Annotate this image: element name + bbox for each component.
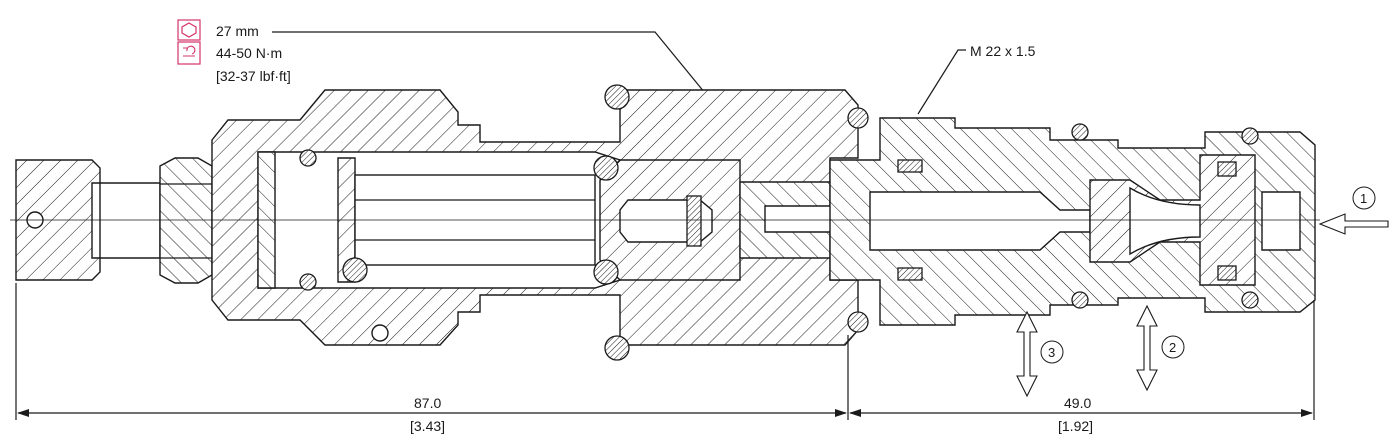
oring-nose-4 xyxy=(1241,291,1259,309)
port-2-arrow xyxy=(1136,304,1158,392)
oring-nose-3 xyxy=(1241,127,1259,145)
oring-cross-port xyxy=(371,324,389,342)
valve-cross-section xyxy=(10,84,1320,361)
seal-thread-bottom xyxy=(897,267,923,281)
hex-wrench-icon xyxy=(177,19,201,41)
spec-callout: 27 mm 44-50 N·m [32-37 lbf·ft] xyxy=(177,19,724,116)
torque-wrench-icon xyxy=(177,41,201,65)
port-3: 3 xyxy=(1016,310,1064,398)
oring-nose-2 xyxy=(1071,291,1089,309)
port-2-label: 2 xyxy=(1169,340,1176,355)
port-1-arrow xyxy=(1318,213,1389,235)
adjuster-stem xyxy=(99,182,161,259)
torque-arrow-icon xyxy=(183,45,196,57)
port-1-label: 1 xyxy=(1360,191,1367,206)
oring-body-top xyxy=(847,107,869,129)
oring-piston-top xyxy=(299,149,317,167)
dim-right-metric: 49.0 xyxy=(1064,395,1091,411)
port-3-circle xyxy=(1040,340,1064,364)
oring-chamber-bottom-r xyxy=(593,259,619,285)
seal-thread-top xyxy=(897,159,923,173)
seal-nose-top xyxy=(1217,161,1237,177)
port-2-circle xyxy=(1161,335,1185,359)
thread-leader-line xyxy=(917,49,966,115)
port-1-circle xyxy=(1352,186,1376,210)
hex-leader-line xyxy=(272,31,724,116)
oring-chamber-top xyxy=(342,257,368,283)
oring-piston-bottom xyxy=(299,273,317,291)
torque-imperial-label: [32-37 lbf·ft] xyxy=(216,68,291,84)
hex-nut-icon xyxy=(181,22,197,38)
thread-size-label: M 22 x 1.5 xyxy=(970,43,1036,59)
oring-nose-1 xyxy=(1071,123,1089,141)
nose-inlet xyxy=(1261,191,1301,251)
port-1: 1 xyxy=(1318,186,1389,235)
seal-nose-bottom xyxy=(1217,265,1237,281)
poppet-seal xyxy=(686,195,702,247)
hex-size-label: 27 mm xyxy=(216,23,259,39)
oring-body-bottom xyxy=(847,311,869,333)
dim-left-metric: 87.0 xyxy=(414,395,441,411)
dim-right-imperial: [1.92] xyxy=(1058,418,1093,434)
torque-metric-label: 44-50 N·m xyxy=(216,45,282,61)
thread-callout: M 22 x 1.5 xyxy=(917,43,1036,115)
port-2: 2 xyxy=(1136,304,1185,392)
port-3-label: 3 xyxy=(1048,345,1055,360)
oring-bonnet-top xyxy=(604,84,630,110)
lock-nut xyxy=(159,157,213,284)
port-3-arrow xyxy=(1016,310,1038,398)
dimension-right: 49.0 [1.92] xyxy=(849,300,1315,434)
oring-bonnet-bottom xyxy=(604,335,630,361)
oring-chamber-top-r xyxy=(593,155,619,181)
spool-flow-passage xyxy=(1129,186,1201,256)
dim-left-imperial: [3.43] xyxy=(410,418,445,434)
dimension-left: 87.0 [3.43] xyxy=(15,283,849,434)
